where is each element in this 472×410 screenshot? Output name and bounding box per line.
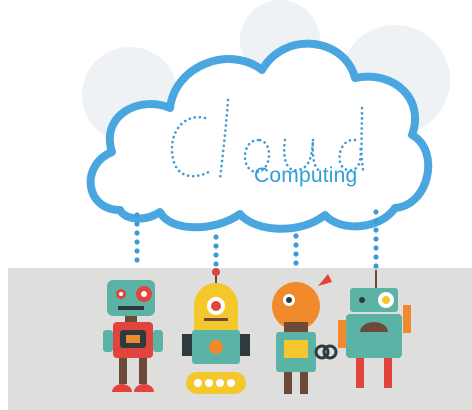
cloud-icon bbox=[86, 39, 433, 233]
robot-yellow-dome bbox=[182, 268, 250, 394]
cloud-subtitle: Computing bbox=[254, 164, 358, 187]
robot-teal-square-head bbox=[103, 280, 163, 392]
connection-lines bbox=[134, 209, 379, 269]
robot-teal-tall bbox=[338, 270, 411, 388]
cloud-lettering bbox=[170, 98, 366, 182]
robot-lightbulb-head bbox=[272, 274, 338, 394]
